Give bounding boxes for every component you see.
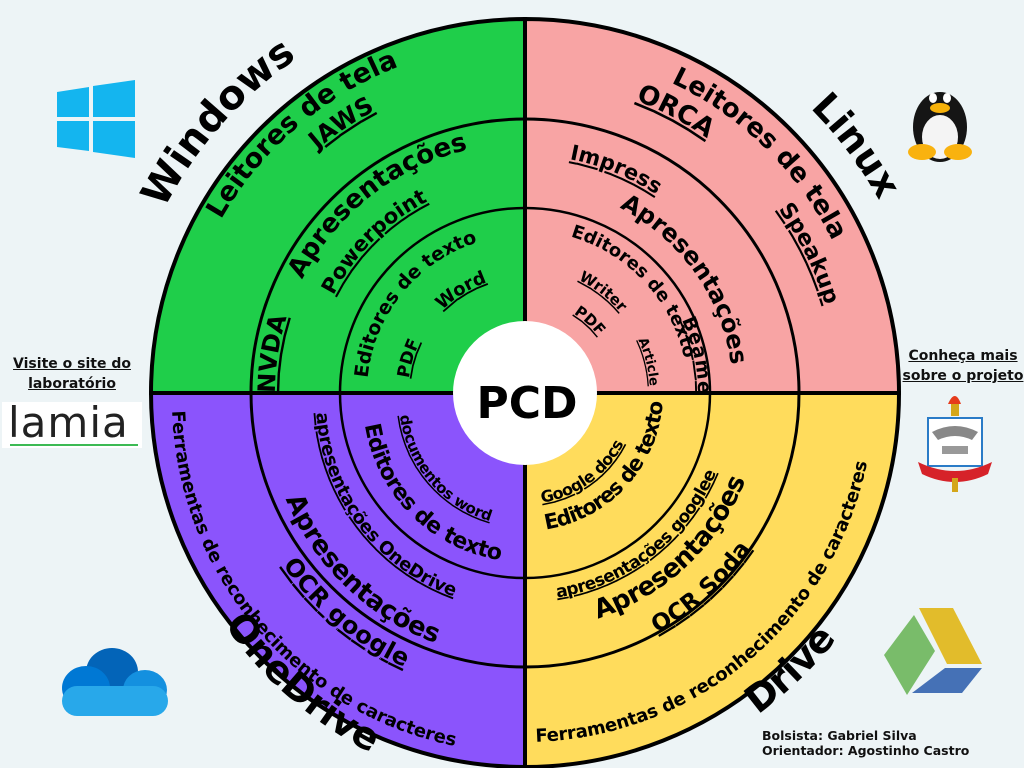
credit-advisor: Orientador: Agostinho Castro: [762, 743, 970, 758]
google-drive-icon: [884, 608, 982, 695]
center-circle: [453, 321, 597, 465]
tux-penguin-icon: [908, 92, 972, 162]
lamia-logo[interactable]: lamia: [2, 398, 142, 448]
lamia-logo-text: lamia: [8, 398, 129, 447]
quadrant-drive: [523, 391, 902, 768]
credits: Bolsista: Gabriel Silva Orientador: Agos…: [762, 728, 969, 758]
quadrant-windows: [148, 16, 527, 395]
lamia-logo-underline: [10, 444, 138, 446]
windows-logo-icon: [57, 80, 135, 158]
lab-website-link[interactable]: Visite o site do laboratório: [13, 356, 131, 392]
ufpa-crest-icon[interactable]: [918, 396, 992, 492]
credit-scholar: Bolsista: Gabriel Silva: [762, 728, 917, 743]
center-label: PCD: [476, 378, 577, 429]
onedrive-cloud-icon: [62, 648, 168, 716]
quadrant-linux: [523, 16, 902, 395]
quadrant-onedrive: [148, 391, 527, 768]
project-info-link[interactable]: Conheça mais sobre o projeto: [902, 348, 1024, 384]
